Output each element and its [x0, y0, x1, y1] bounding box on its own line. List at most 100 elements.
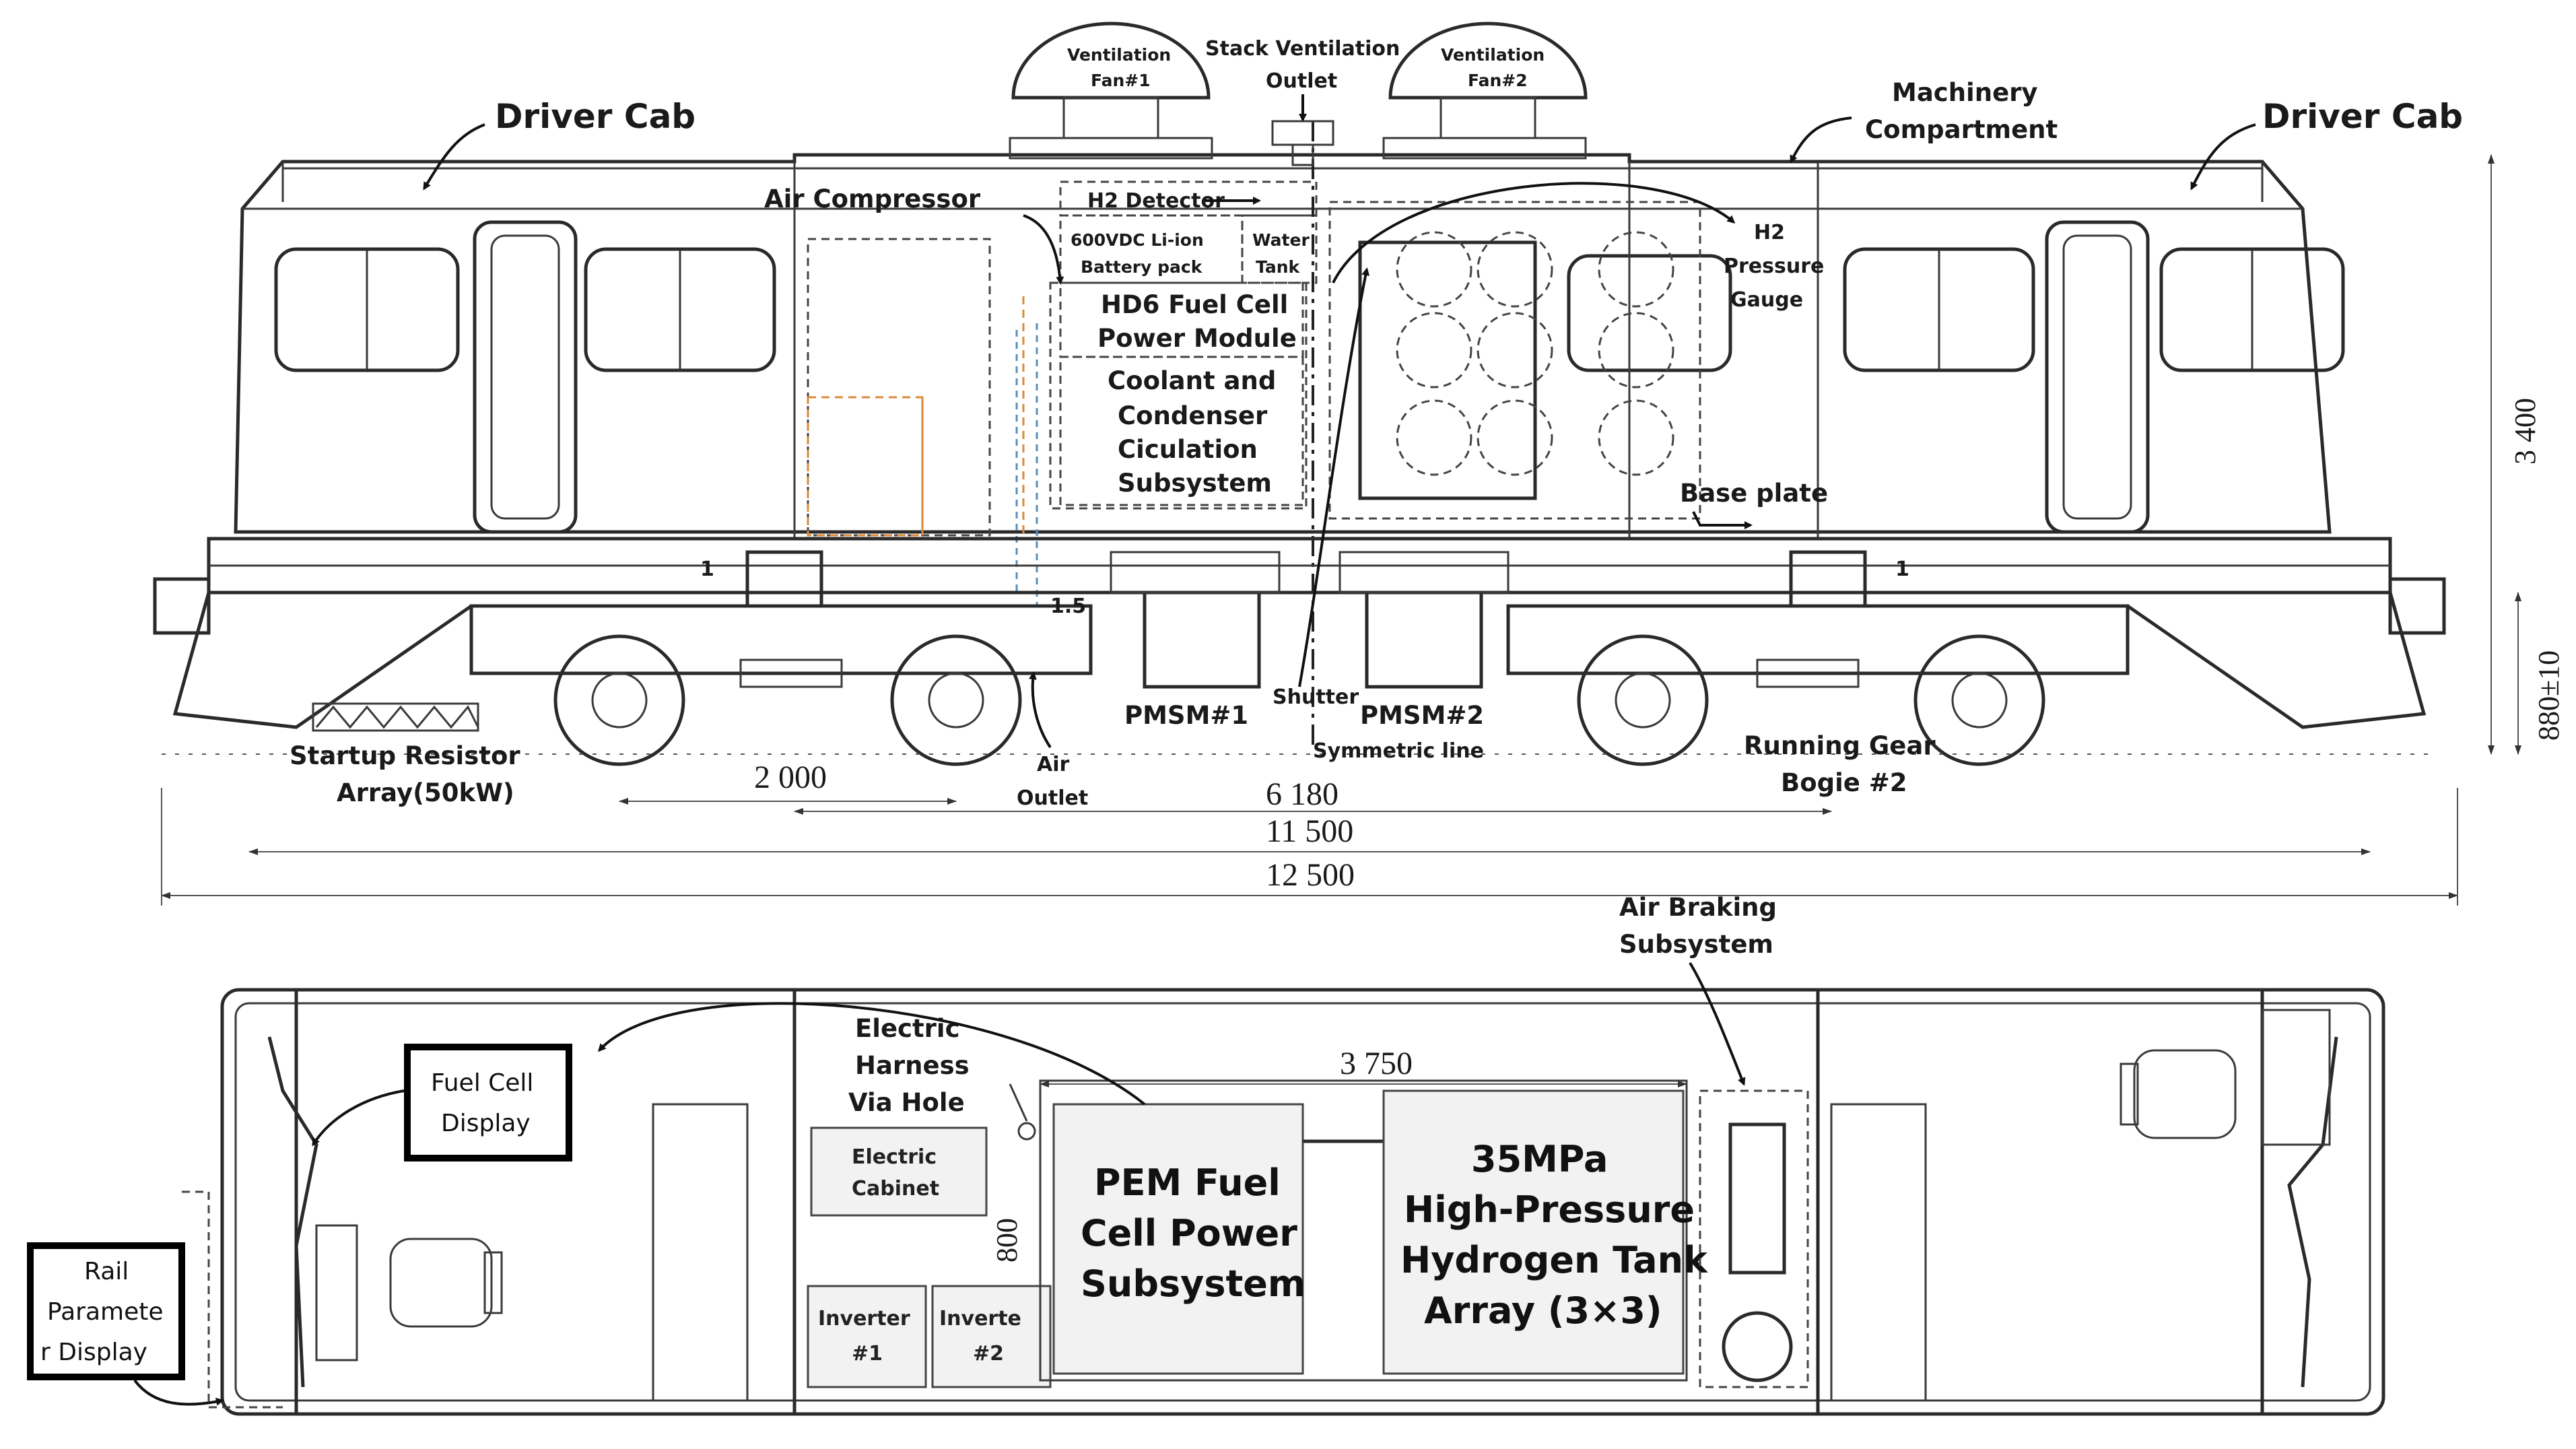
marker-1-left: 1 — [700, 558, 714, 581]
pmsm-1-icon — [1143, 591, 1261, 689]
electric-cabinet-label-1: Electric — [852, 1145, 937, 1169]
inverter-2-box — [931, 1285, 1052, 1388]
dim-3400: 3 400 — [2509, 398, 2542, 465]
hydrogen-tank-label-2: High-Pressure — [1404, 1188, 1695, 1231]
machinery-compartment-label-1: Machinery — [1892, 78, 2038, 107]
inverter-2-label-2: #2 — [973, 1342, 1004, 1366]
hydrogen-tank-label-3: Hydrogen Tank — [1400, 1239, 1708, 1281]
stack-ventilation-outlet-icon — [1271, 120, 1334, 166]
right-cab-window-2 — [2159, 247, 2345, 372]
startup-resistor-label-1: Startup Resistor — [290, 741, 520, 770]
fuel-cell-display-box — [404, 1044, 572, 1161]
fuel-cell-module-label-1: HD6 Fuel Cell — [1101, 290, 1288, 319]
electric-harness-label-2: Harness — [855, 1051, 970, 1080]
shutter-label: Shutter — [1273, 685, 1359, 709]
dimension-lines: 2 000 6 180 11 500 12 500 3 400 880±10 — [161, 154, 2565, 906]
h2-pressure-gauge-label-1: H2 — [1754, 221, 1785, 244]
coolant-subsystem-label-3: Ciculation — [1118, 435, 1258, 464]
battery-pack-label-2: Battery pack — [1081, 257, 1203, 277]
plan-body-outline — [220, 988, 2385, 1416]
right-driver-seat-icon — [2133, 1049, 2237, 1139]
stack-ventilation-outlet-label-1: Stack Ventilation — [1205, 37, 1400, 61]
air-braking-label-2: Subsystem — [1619, 930, 1773, 959]
right-cab-window-1 — [1843, 247, 2035, 372]
electric-cabinet-label-2: Cabinet — [852, 1177, 939, 1201]
inverter-1-label-2: #1 — [852, 1342, 883, 1366]
inverter-2-label-1: Inverte — [939, 1307, 1021, 1330]
bogie-2 — [1506, 550, 2130, 766]
battery-pack-label-1: 600VDC Li-ion — [1071, 230, 1204, 250]
dim-800: 800 — [990, 1218, 1023, 1262]
plan-view: Electric Cabinet Inverter #1 Inverte #2 … — [27, 893, 2385, 1416]
rail-parameter-display-box — [27, 1242, 185, 1380]
electric-cabinet-box — [810, 1126, 988, 1217]
driver-cab-left-label: Driver Cab — [495, 97, 696, 136]
electric-harness-label-3: Via Hole — [848, 1088, 965, 1117]
bogie-1 — [469, 550, 1093, 766]
ventilation-fan-2-icon — [1382, 22, 1588, 160]
marker-1-right: 1 — [1895, 558, 1909, 581]
coolant-subsystem-label-2: Condenser — [1118, 401, 1268, 430]
harness-hole-icon — [1017, 1122, 1036, 1141]
pmsm-2-icon — [1365, 591, 1483, 689]
driver-cab-right-label: Driver Cab — [2262, 97, 2463, 136]
electric-harness-label-1: Electric — [855, 1014, 960, 1043]
water-tank-label-2: Tank — [1256, 257, 1300, 277]
ventilation-fan-1-label-2: Fan#1 — [1091, 71, 1151, 90]
left-cab-door — [473, 220, 578, 534]
coolant-subsystem-label-1: Coolant and — [1108, 366, 1276, 395]
running-gear-label-2: Bogie #2 — [1781, 768, 1907, 797]
h2-detector-label: H2 Detector — [1087, 189, 1225, 213]
pmsm-2-label: PMSM#2 — [1360, 701, 1484, 730]
hydrogen-tank-label-4: Array (3×3) — [1424, 1289, 1662, 1332]
air-compressor-label: Air Compressor — [764, 184, 981, 213]
dim-880: 880±10 — [2532, 650, 2565, 741]
fuel-cell-display-label-2: Display — [441, 1110, 531, 1137]
air-outlet-label-2: Outlet — [1017, 786, 1088, 810]
dim-11500: 11 500 — [1266, 813, 1353, 849]
h2-pressure-gauge-label-3: Gauge — [1730, 288, 1803, 312]
ventilation-fan-2-label-2: Fan#2 — [1468, 71, 1528, 90]
dim-6180: 6 180 — [1266, 776, 1338, 812]
ventilation-fan-2-label-1: Ventilation — [1441, 45, 1545, 65]
running-gear-label-1: Running Gear — [1744, 731, 1936, 760]
fuel-cell-display-label-1: Fuel Cell — [431, 1069, 533, 1097]
startup-resistor-label-2: Array(50kW) — [337, 778, 514, 807]
locomotive-body-outline — [234, 153, 2332, 534]
symmetric-line-label: Symmetric line — [1313, 739, 1484, 763]
side-elevation: Driver Cab Driver Cab Machinery Compartm… — [153, 22, 2565, 906]
inverter-1-label-1: Inverter — [818, 1307, 910, 1330]
air-outlet-label-1: Air — [1037, 753, 1070, 776]
dim-12500: 12 500 — [1266, 857, 1355, 893]
pem-fuel-cell-label-1: PEM Fuel — [1094, 1161, 1281, 1204]
ventilation-fan-1-icon — [1009, 22, 1213, 160]
dim-3750: 3 750 — [1340, 1046, 1413, 1081]
startup-resistor-icon — [312, 702, 479, 732]
rail-parameter-display-label-1: Rail — [84, 1258, 129, 1285]
stack-ventilation-outlet-label-2: Outlet — [1266, 69, 1337, 93]
ventilation-fan-1-label-1: Ventilation — [1067, 45, 1171, 65]
dim-2000: 2 000 — [754, 760, 827, 795]
base-plate-label: Base plate — [1680, 479, 1828, 508]
right-cab-door — [2045, 220, 2150, 534]
pmsm-1-label: PMSM#1 — [1124, 701, 1248, 730]
coolant-subsystem-label-4: Subsystem — [1118, 469, 1272, 498]
left-cab-window-1 — [274, 247, 460, 372]
pem-fuel-cell-label-2: Cell Power — [1081, 1212, 1297, 1254]
pem-fuel-cell-label-3: Subsystem — [1081, 1262, 1306, 1305]
fuel-cell-module-label-2: Power Module — [1097, 324, 1297, 353]
marker-1-5: 1.5 — [1050, 595, 1086, 618]
inverter-1-box — [807, 1285, 927, 1388]
pem-fuel-cell-box — [1052, 1103, 1304, 1375]
rail-parameter-display-label-2: Paramete — [47, 1298, 164, 1326]
air-braking-label-1: Air Braking — [1619, 893, 1777, 922]
left-cab-window-2 — [584, 247, 776, 372]
h2-pressure-gauge-label-2: Pressure — [1724, 255, 1824, 278]
left-driver-seat-icon — [389, 1238, 493, 1328]
hydrogen-tank-array-box — [1382, 1089, 1685, 1375]
water-tank-label-1: Water — [1252, 230, 1310, 250]
air-braking-icon — [1699, 1089, 1809, 1388]
compartment-window — [1567, 254, 1732, 372]
rail-parameter-display-label-3: r Display — [40, 1339, 147, 1366]
